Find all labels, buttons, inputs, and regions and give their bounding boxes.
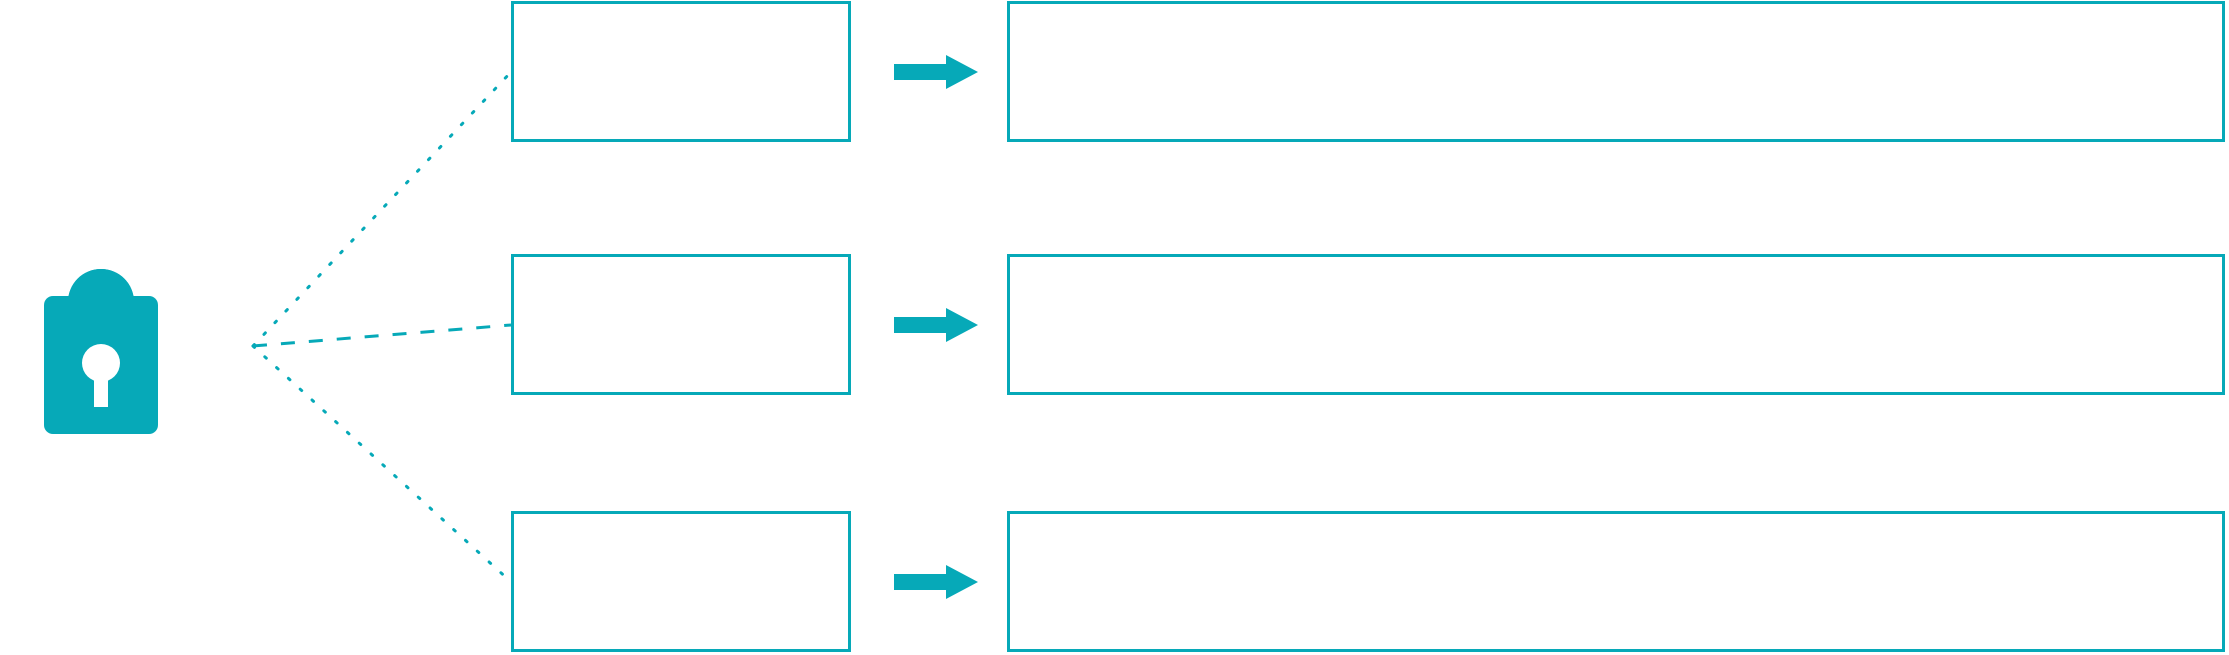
flow-row	[0, 511, 2229, 654]
input-box-row-1[interactable]	[511, 1, 851, 142]
right-arrow-icon	[894, 55, 978, 89]
output-box-row-1[interactable]	[1007, 1, 2225, 142]
input-box-row-3[interactable]	[511, 511, 851, 652]
right-arrow-icon	[894, 308, 978, 342]
padlock-icon	[44, 269, 158, 434]
output-box-row-3[interactable]	[1007, 511, 2225, 652]
output-box-row-2[interactable]	[1007, 254, 2225, 395]
right-arrow-icon	[894, 565, 978, 599]
flow-row	[0, 1, 2229, 144]
input-box-row-2[interactable]	[511, 254, 851, 395]
flow-row	[0, 254, 2229, 397]
